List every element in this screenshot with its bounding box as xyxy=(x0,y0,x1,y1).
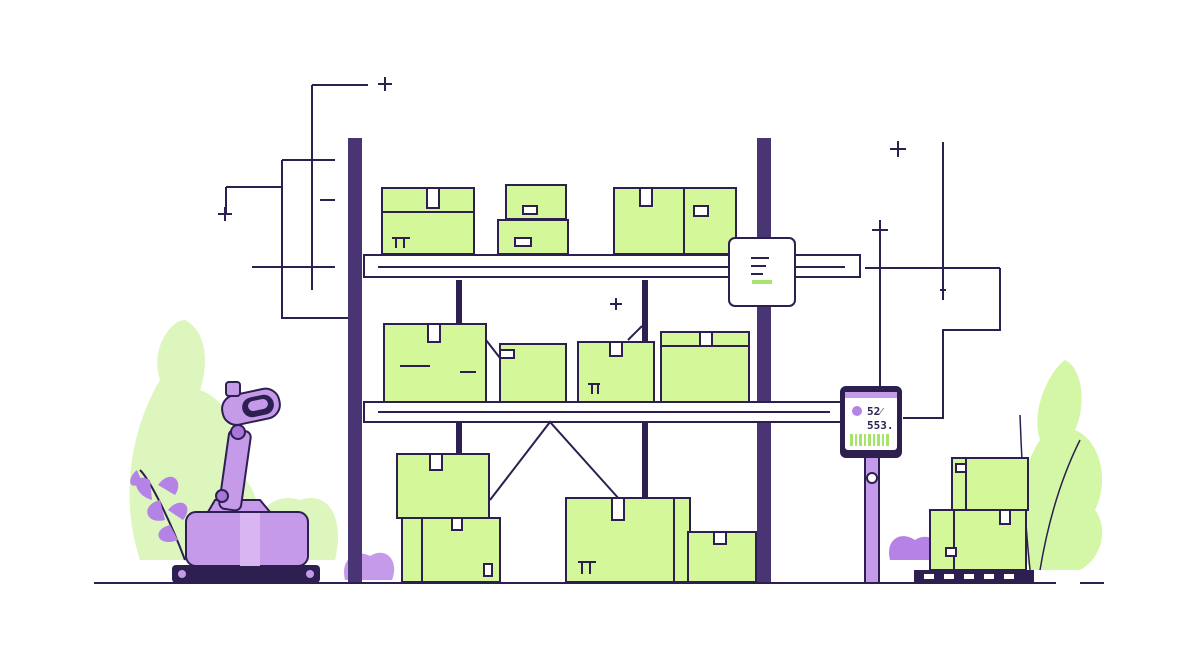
box xyxy=(687,531,757,583)
purple-leaves xyxy=(130,469,188,561)
boxes-bottom xyxy=(396,453,757,583)
boxes-right-pallet xyxy=(929,457,1029,571)
tech-lines-right xyxy=(865,142,1001,419)
boxes-top-shelf xyxy=(381,184,737,255)
barcode-scanner-icon: 52⁄ 553. xyxy=(840,386,902,584)
tech-lines-left xyxy=(225,84,368,319)
box xyxy=(929,509,1027,571)
scanner-line-1: 52⁄ xyxy=(867,405,884,418)
box xyxy=(565,497,691,583)
boxes-middle-shelf xyxy=(383,323,840,403)
shelf-label-icon xyxy=(728,237,796,307)
box xyxy=(497,219,569,255)
robot-arm-icon xyxy=(172,381,320,583)
sparkle-icon xyxy=(218,77,906,310)
pallet-icon xyxy=(914,570,1034,582)
box xyxy=(613,187,737,255)
scanner-line-2: 553. xyxy=(867,419,894,432)
barcode xyxy=(850,434,889,446)
